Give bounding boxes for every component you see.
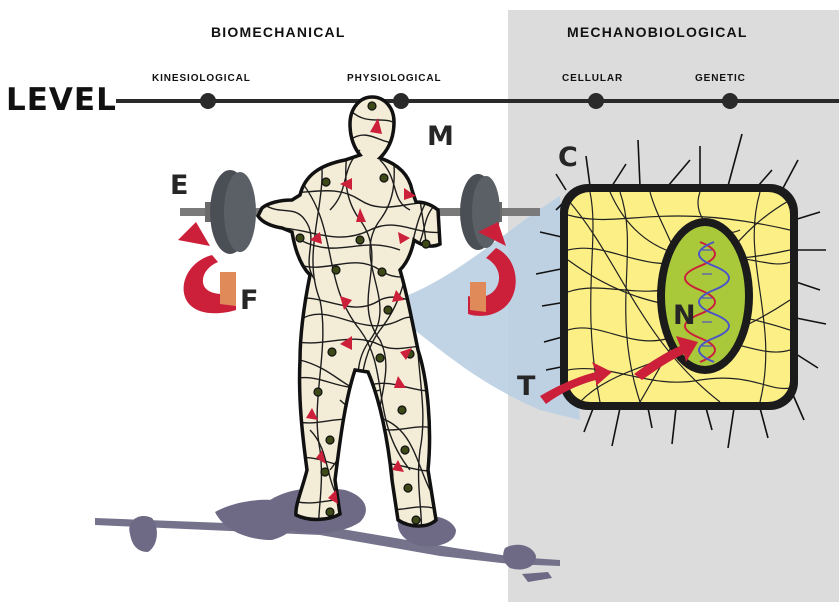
stop-cellular-dot — [588, 93, 604, 109]
marker-m: M — [427, 121, 454, 152]
stop-physiological-dot — [393, 93, 409, 109]
mechanobiological-heading: MECHANOBIOLOGICAL — [567, 24, 748, 40]
marker-t: T — [517, 371, 535, 402]
marker-e: E — [170, 170, 188, 201]
stop-label-physiological: PHYSIOLOGICAL — [347, 73, 441, 84]
biomechanical-heading: BIOMECHANICAL — [211, 24, 346, 40]
stop-label-kinesiological: KINESIOLOGICAL — [152, 73, 251, 84]
stop-label-genetic: GENETIC — [695, 73, 746, 84]
level-axis-label: LEVEL — [6, 82, 117, 118]
stop-genetic-dot — [722, 93, 738, 109]
marker-n: N — [673, 300, 696, 331]
marker-f: F — [240, 285, 258, 316]
stop-label-cellular: CELLULAR — [562, 73, 623, 84]
left-plate-inner — [224, 172, 256, 252]
marker-c: C — [558, 142, 578, 173]
stop-kinesiological-dot — [200, 93, 216, 109]
